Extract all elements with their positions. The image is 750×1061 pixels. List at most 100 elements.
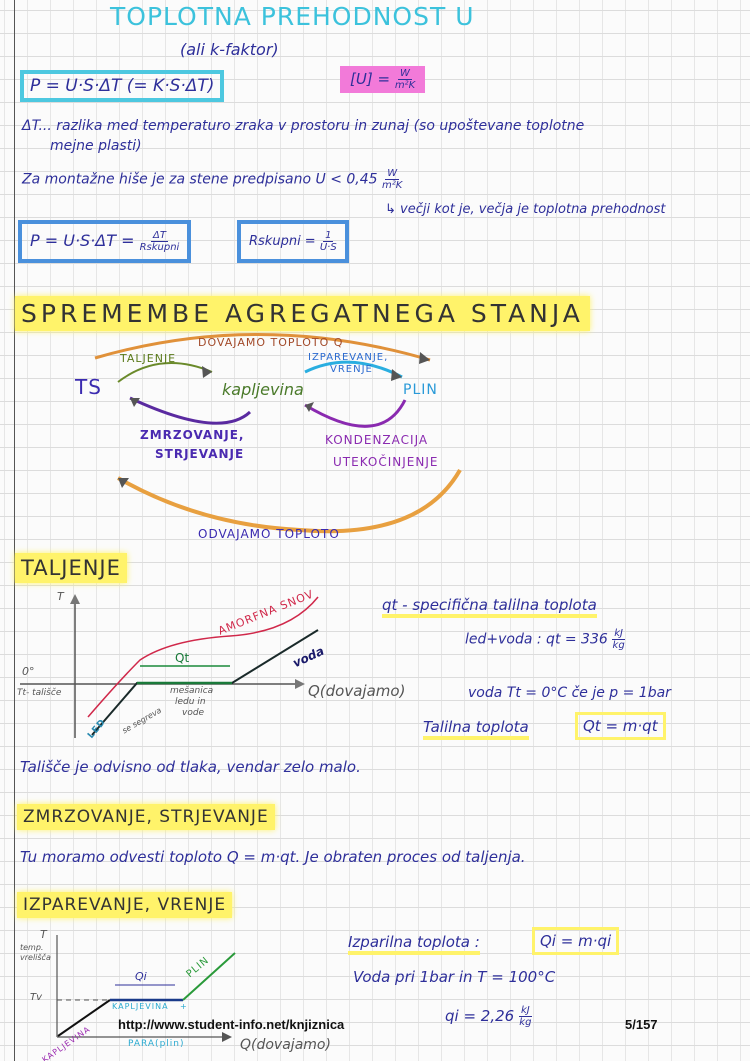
chart2-mix-1: KAPLJEVINA bbox=[112, 1002, 169, 1011]
qt-definition: qt - specifična talilna toplota bbox=[382, 596, 597, 618]
arrow-odvajamo bbox=[117, 469, 462, 534]
subtitle-k-faktor: (ali k-faktor) bbox=[180, 40, 279, 59]
chart1-mesanica-2: ledu in bbox=[175, 697, 206, 707]
qi-value-text: qi = 2,26 bbox=[445, 1007, 515, 1025]
formula2-lhs: P = U·S·ΔT = bbox=[30, 231, 135, 250]
section-title-izparevanje: IZPAREVANJE, VRENJE bbox=[17, 892, 233, 918]
section-title-spremembe: SPREMEMBE AGREGATNEGA STANJA bbox=[15, 296, 590, 331]
formula3-num: 1 bbox=[323, 230, 334, 242]
arrow-zmrzovanje bbox=[129, 396, 252, 425]
montazne-text: Za montažne hiše je za stene predpisano … bbox=[22, 171, 378, 188]
amorfna-curve bbox=[87, 596, 319, 718]
chart2-y-label: T bbox=[40, 928, 47, 941]
izparilna-formula-box: Qi = m·qi bbox=[532, 927, 620, 955]
talisce-note: Tališče je odvisno od tlaka, vendar zelo… bbox=[20, 758, 361, 776]
arrowhead bbox=[202, 366, 212, 378]
qi-num: kJ bbox=[518, 1005, 532, 1017]
arrow-kondenzacija bbox=[304, 399, 407, 428]
chart1-tt-label: Tt- tališče bbox=[17, 688, 62, 698]
label-odvajamo: ODVAJAMO TOPLOTO bbox=[198, 527, 340, 541]
talilna-formula-box: Qt = m·qt bbox=[575, 712, 666, 740]
qi-den: kg bbox=[519, 1017, 532, 1028]
talilna-label: Talilna toplota bbox=[423, 718, 529, 740]
led-voda-text: led+voda : qt = 336 bbox=[465, 631, 608, 648]
led-voda-num: kJ bbox=[612, 628, 625, 640]
izparilna-label: Izparilna toplota : bbox=[348, 933, 480, 955]
chart2-temp-2: vrelišča bbox=[20, 953, 51, 962]
montazne-den: m²K bbox=[382, 180, 403, 191]
label-izparevanje-1: IZPAREVANJE, bbox=[308, 352, 389, 363]
chart1-qt: Qt bbox=[175, 651, 190, 665]
chart2-x-label: Q(dovajamo) bbox=[240, 1037, 331, 1053]
chart2-qi: Qi bbox=[135, 970, 147, 983]
chart2-tv: Tv bbox=[30, 992, 43, 1003]
y-axis-arrow bbox=[70, 594, 80, 604]
arrowhead bbox=[391, 369, 402, 381]
chart1-zero: 0° bbox=[22, 665, 35, 678]
margin-line bbox=[14, 0, 15, 1061]
section-title-zmrzovanje: ZMRZOVANJE, STRJEVANJE bbox=[17, 804, 275, 830]
chart1-mesanica-1: mešanica bbox=[170, 686, 214, 696]
montazne-note: Za montažne hiše je za stene predpisano … bbox=[22, 168, 402, 191]
label-kondenzacija-1: KONDENZACIJA bbox=[325, 433, 429, 447]
x-axis-arrow bbox=[295, 679, 305, 689]
label-kondenzacija-2: UTEKOČINJENJE bbox=[333, 455, 439, 469]
label-zmrzovanje-2: STRJEVANJE bbox=[155, 447, 245, 461]
led-voda-den: kg bbox=[612, 640, 625, 651]
arrow-izparevanje bbox=[304, 360, 403, 379]
footer-url[interactable]: http://www.student-info.net/knjiznica bbox=[118, 1017, 345, 1032]
chart2-mix-3: PARA(plin) bbox=[128, 1039, 185, 1049]
voda-pri-1bar: Voda pri 1bar in T = 100°C bbox=[353, 968, 556, 986]
arrowhead bbox=[305, 402, 314, 412]
unit-lhs: [U] = bbox=[350, 70, 391, 88]
chart2-temp-1: temp. bbox=[20, 943, 44, 952]
x-axis-arrow bbox=[222, 1032, 232, 1042]
formula3-den: U·S bbox=[319, 242, 337, 253]
arrowhead bbox=[130, 398, 140, 407]
label-plin: PLIN bbox=[403, 382, 438, 398]
arrow-taljenje bbox=[117, 362, 213, 383]
arrowhead bbox=[118, 478, 129, 488]
chart1-y-label: T bbox=[57, 590, 64, 603]
voda-tt-note: voda Tt = 0°C če je p = 1bar bbox=[468, 685, 671, 701]
delta-note-line1: ΔT... razlika med temperaturo zraka v pr… bbox=[22, 118, 585, 134]
arrowhead bbox=[419, 352, 430, 364]
plin-segment bbox=[182, 952, 236, 1001]
label-izparevanje-2: VRENJE bbox=[330, 364, 373, 375]
zmrzovanje-text: Tu moramo odvesti toploto Q = m·qt. Je o… bbox=[20, 848, 526, 866]
section-title-toplotna: TOPLOTNA PREHODNOST U bbox=[110, 2, 475, 31]
label-ts: TS bbox=[75, 375, 102, 399]
section-title-taljenje: TALJENJE bbox=[15, 553, 127, 583]
chart2-mix-2: + bbox=[180, 1002, 188, 1011]
unit-den: m²K bbox=[394, 80, 416, 91]
label-kapljevina: kapljevina bbox=[222, 380, 304, 399]
chart1-x-label: Q(dovajamo) bbox=[308, 682, 406, 700]
formula2-num: ΔT bbox=[150, 230, 168, 242]
label-taljenje: TALJENJE bbox=[120, 352, 177, 365]
formula3-lhs: Rskupni = bbox=[249, 234, 316, 249]
chart1-mesanica-3: vode bbox=[182, 708, 205, 718]
footer-page-number: 5/157 bbox=[625, 1017, 658, 1032]
unit-num: W bbox=[398, 68, 412, 80]
label-zmrzovanje-1: ZMRZOVANJE, bbox=[140, 428, 245, 442]
arrow-note: ↳ večji kot je, večja je toplotna prehod… bbox=[385, 202, 666, 217]
arrow-dovajamo bbox=[94, 333, 431, 362]
formula2-den: Rskupni bbox=[139, 242, 180, 253]
formula-box-main: P = U·S·ΔT (= K·S·ΔT) bbox=[20, 70, 225, 102]
label-dovajamo: DOVAJAMO TOPLOTO Q bbox=[198, 336, 344, 349]
montazne-num: W bbox=[385, 168, 400, 180]
delta-note-line2: mejne plasti) bbox=[50, 138, 142, 154]
